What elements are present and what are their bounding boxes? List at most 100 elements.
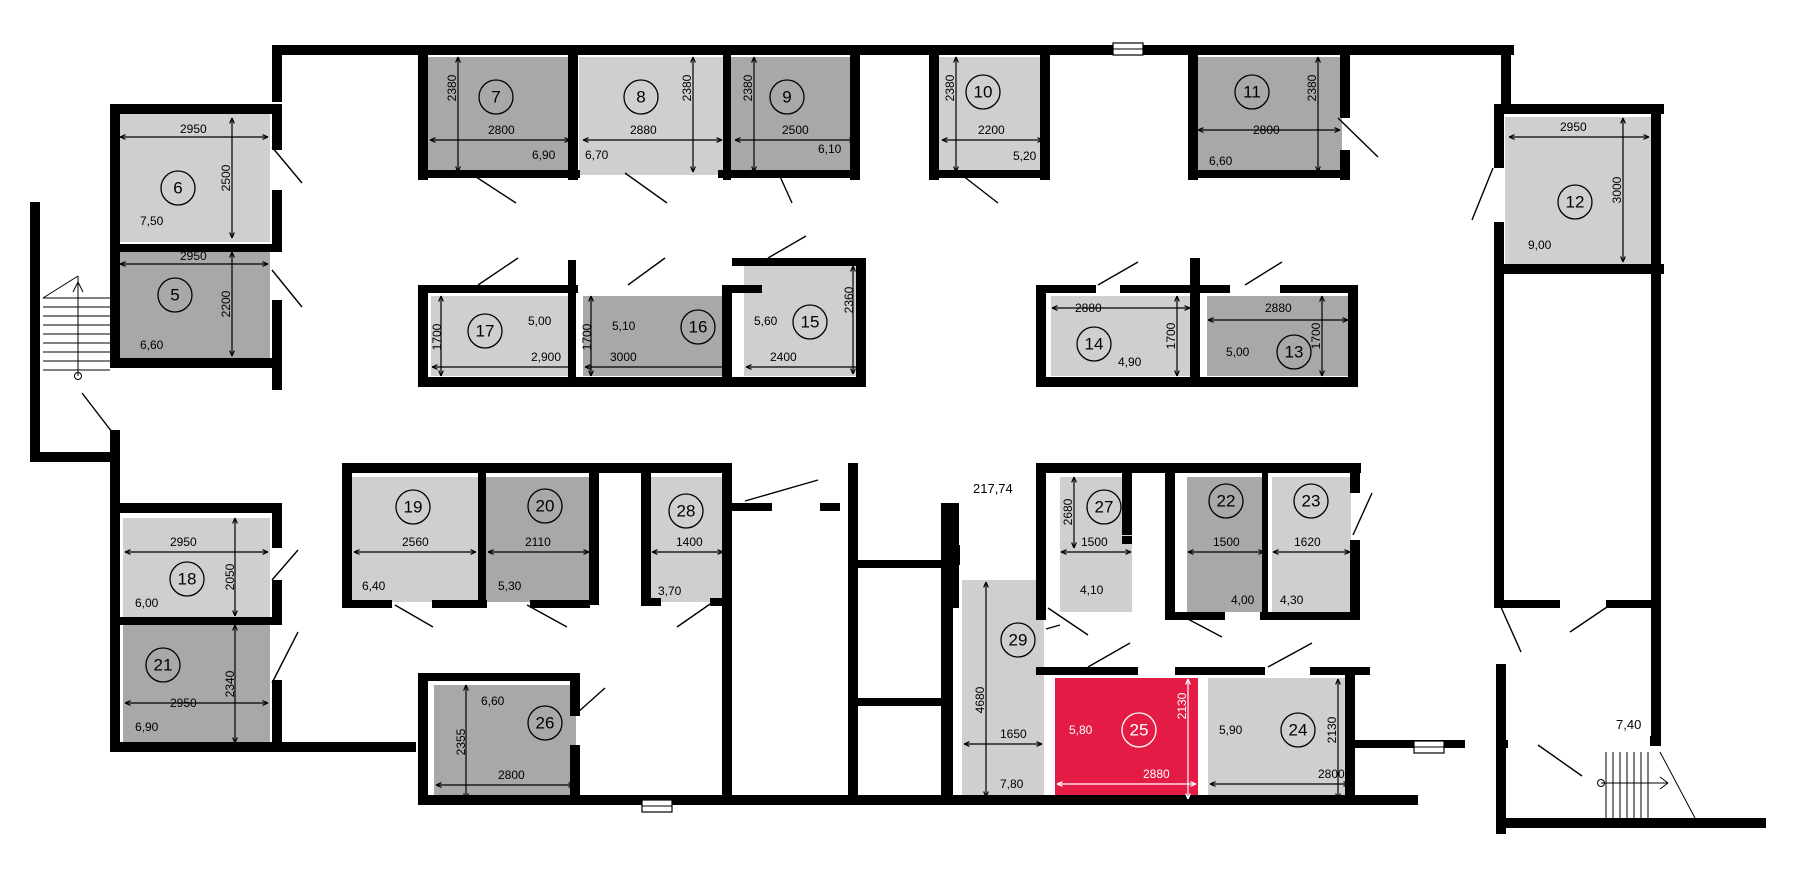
room-22-fill[interactable] — [1187, 477, 1265, 612]
room-20-dimensions — [487, 549, 590, 555]
room-21-dimensions — [124, 624, 269, 744]
room-7-fill[interactable] — [425, 57, 572, 175]
room-27-area: 4,10 — [1080, 583, 1104, 597]
room-28-width: 1400 — [676, 535, 703, 549]
room-12-dimensions — [1508, 117, 1650, 263]
room-24-number-circle — [1280, 712, 1316, 748]
room-27-depth: 2680 — [1061, 498, 1075, 525]
room-22-number: 22 — [1217, 492, 1236, 511]
room-15-width: 2400 — [770, 350, 797, 364]
room-25-fill[interactable] — [1055, 678, 1198, 799]
room-15-fill[interactable] — [744, 264, 866, 376]
room-26-depth: 2355 — [454, 728, 468, 755]
room-13-area: 5,00 — [1226, 345, 1250, 359]
room-16-fill[interactable] — [583, 296, 732, 376]
room-18-number: 18 — [178, 570, 197, 589]
room-23-fill[interactable] — [1272, 477, 1351, 612]
room-29-depth: 4680 — [973, 686, 987, 713]
room-21-width: 2950 — [170, 696, 197, 710]
room-9-area: 6,10 — [818, 142, 842, 156]
room-18-depth: 2050 — [223, 563, 237, 590]
walls — [30, 45, 1766, 834]
room-21-fill[interactable] — [123, 625, 270, 745]
room-29-area: 7,80 — [1000, 777, 1024, 791]
room-25-number-circle — [1121, 712, 1157, 748]
windows — [641, 42, 1445, 813]
room-17-fill[interactable] — [431, 296, 575, 376]
room-13-number-circle — [1276, 334, 1312, 370]
room-26-width: 2800 — [498, 768, 525, 782]
room-26-number-circle — [527, 705, 563, 741]
room-8-depth: 2380 — [680, 74, 694, 101]
room-14-number: 14 — [1085, 335, 1104, 354]
room-23-dimensions — [1272, 549, 1351, 555]
room-20-number: 20 — [536, 497, 555, 516]
room-11-width: 2800 — [1253, 123, 1280, 137]
room-23-number-circle — [1293, 483, 1329, 519]
room-15-area: 5,60 — [754, 314, 778, 328]
room-8-dimensions — [582, 56, 723, 173]
room-14-number-circle — [1076, 326, 1112, 362]
room-26-dimensions — [435, 684, 575, 800]
room-14-fill[interactable] — [1051, 296, 1193, 376]
room-11-number: 11 — [1243, 83, 1261, 102]
room-19-fill[interactable] — [352, 477, 478, 602]
room-11-area: 6,60 — [1209, 154, 1233, 168]
stair-landing-area: 7,40 — [1616, 717, 1641, 732]
room-19-dimensions — [353, 549, 477, 555]
room-8-fill[interactable] — [579, 57, 723, 175]
room-22-area: 4,00 — [1231, 593, 1255, 607]
room-28-number-circle — [668, 493, 704, 529]
room-26-fill[interactable] — [434, 685, 576, 801]
room-13-fill[interactable] — [1207, 296, 1350, 376]
room-28-fill[interactable] — [651, 477, 725, 602]
room-17-dimensions — [431, 295, 575, 377]
room-28[interactable]: 1400 28 3,70 — [658, 493, 704, 598]
room-17-depth: 1700 — [430, 323, 444, 350]
room-24-fill[interactable] — [1208, 678, 1351, 799]
room-10-dimensions — [941, 56, 1044, 173]
room-12-fill[interactable] — [1505, 117, 1651, 265]
room-16-dimensions — [584, 295, 732, 377]
room-24-area: 5,90 — [1219, 723, 1243, 737]
room-12-area: 9,00 — [1528, 238, 1552, 252]
room-18-fill[interactable] — [123, 518, 270, 618]
room-11-dimensions — [1197, 56, 1341, 173]
room-6-number-circle — [160, 170, 196, 206]
room-12-width: 2950 — [1560, 120, 1587, 134]
room-6-depth: 2500 — [219, 164, 233, 191]
room-9-fill[interactable] — [731, 57, 856, 175]
room-20-fill[interactable] — [486, 477, 591, 602]
room-8-number: 8 — [636, 88, 645, 107]
room-5-fill[interactable] — [115, 248, 270, 360]
room-26-area: 6,60 — [481, 694, 505, 708]
room-28-area: 3,70 — [658, 584, 682, 598]
room-28-number: 28 — [677, 502, 696, 521]
room-29-fill[interactable] — [962, 580, 1044, 799]
